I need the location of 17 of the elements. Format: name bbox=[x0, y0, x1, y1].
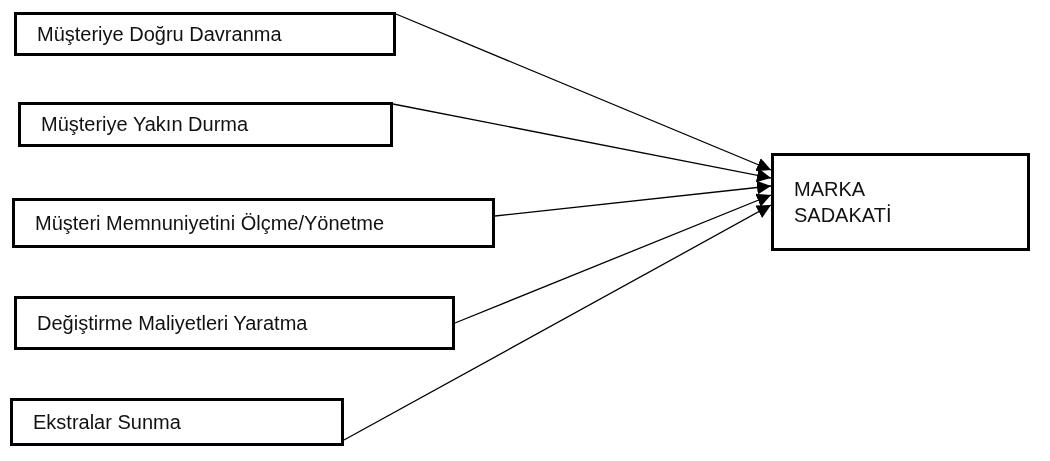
box-label: Müşteriye Doğru Davranma bbox=[37, 22, 282, 46]
target-box bbox=[771, 153, 1030, 251]
arrow bbox=[392, 103, 772, 183]
factor-box bbox=[12, 198, 495, 248]
factor-box bbox=[14, 12, 396, 56]
factor-box bbox=[18, 102, 393, 147]
arrow bbox=[395, 13, 772, 172]
arrow bbox=[343, 204, 772, 441]
box-label: MARKA SADAKATİ bbox=[794, 177, 893, 228]
box-label: Değiştirme Maliyetleri Yaratma bbox=[37, 311, 308, 335]
arrow bbox=[454, 193, 772, 324]
factor-box bbox=[14, 296, 455, 350]
box-label: Ekstralar Sunma bbox=[33, 410, 181, 434]
box-label: Müşteriye Yakın Durma bbox=[41, 113, 249, 136]
box-label: Müşteri Memnuniyetini Ölçme/Yönetme bbox=[35, 211, 384, 235]
factor-box bbox=[10, 398, 344, 446]
arrow bbox=[494, 180, 772, 217]
